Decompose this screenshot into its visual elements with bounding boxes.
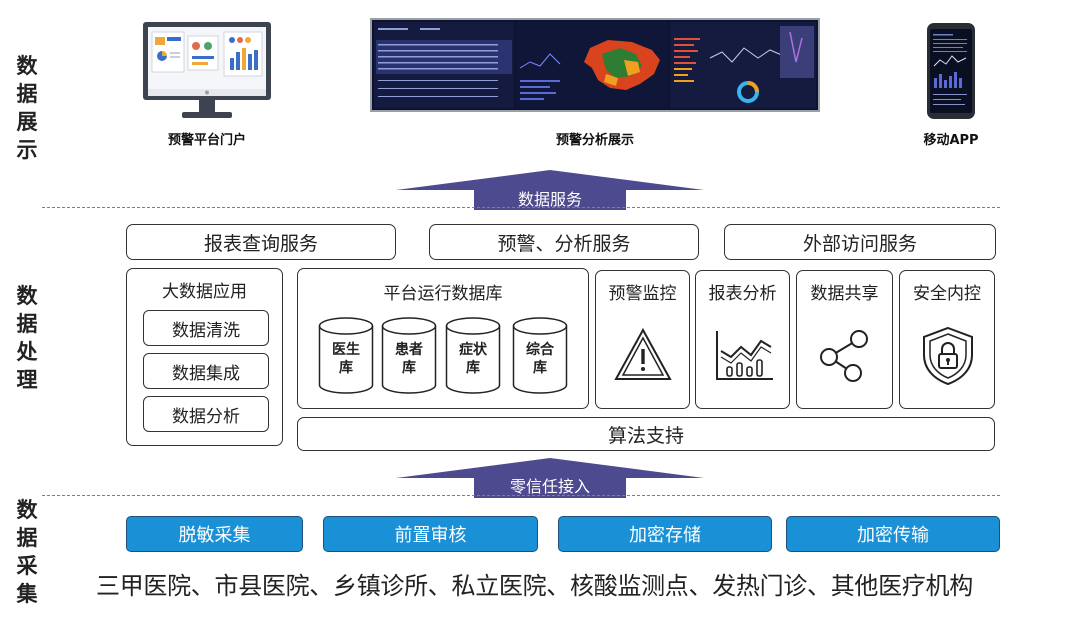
database-comprehensive: 综合库 xyxy=(512,317,568,395)
big-data-title: 大数据应用 xyxy=(162,282,247,302)
side-label-processing: 数据处理 xyxy=(16,284,38,392)
warning-monitor-panel: 预警监控 xyxy=(595,270,690,409)
report-analysis-panel: 报表分析 xyxy=(695,270,790,409)
report-analysis-title: 报表分析 xyxy=(708,284,777,304)
warning-icon xyxy=(614,327,672,380)
data-sharing-title: 数据共享 xyxy=(810,284,879,304)
portal-monitor-image xyxy=(140,20,274,124)
database-patient: 患者库 xyxy=(381,317,437,395)
report-query-service: 报表查询服务 xyxy=(126,224,396,260)
pre-review: 前置审核 xyxy=(323,516,538,552)
security-control-panel: 安全内控 xyxy=(899,270,995,409)
warning-analysis-service: 预警、分析服务 xyxy=(429,224,699,260)
analysis-caption: 预警分析展示 xyxy=(555,133,634,148)
shield-lock-icon xyxy=(923,326,973,386)
database-symptom: 症状库 xyxy=(445,317,501,395)
big-data-panel: 大数据应用 数据清洗 数据集成 数据分析 xyxy=(126,268,283,446)
data-analysis-box: 数据分析 xyxy=(143,396,269,432)
data-service-label: 数据服务 xyxy=(517,190,582,209)
app-caption: 移动APP xyxy=(923,133,979,148)
warning-monitor-title: 预警监控 xyxy=(608,284,677,304)
chart-icon xyxy=(716,331,773,380)
data-sources-text: 三甲医院、市县医院、乡镇诊所、私立医院、核酸监测点、发热门诊、其他医疗机构 xyxy=(96,572,973,600)
algorithm-support-bar: 算法支持 xyxy=(297,417,995,451)
mobile-phone-image xyxy=(926,22,976,120)
separator-line xyxy=(42,495,1000,496)
analysis-dashboard-image xyxy=(370,18,820,112)
share-icon xyxy=(820,330,868,382)
security-control-title: 安全内控 xyxy=(913,284,981,304)
data-cleaning-box: 数据清洗 xyxy=(143,310,269,346)
data-sharing-panel: 数据共享 xyxy=(796,270,893,409)
encrypted-storage: 加密存储 xyxy=(558,516,772,552)
side-label-collection: 数据采集 xyxy=(16,498,38,606)
separator-line xyxy=(42,207,1000,208)
desensitized-collection: 脱敏采集 xyxy=(126,516,303,552)
data-integration-box: 数据集成 xyxy=(143,353,269,389)
portal-caption: 预警平台门户 xyxy=(167,133,246,148)
zero-trust-label: 零信任接入 xyxy=(509,477,590,496)
zero-trust-arrow xyxy=(396,458,704,498)
external-access-service: 外部访问服务 xyxy=(724,224,996,260)
data-service-arrow xyxy=(396,170,704,210)
side-label-display: 数据展示 xyxy=(16,54,38,162)
encrypted-transmission: 加密传输 xyxy=(786,516,1000,552)
database-doctor: 医生库 xyxy=(318,317,374,395)
platform-database-title: 平台运行数据库 xyxy=(383,284,503,304)
platform-database-panel: 平台运行数据库 医生库 患者库 症状库 综合库 xyxy=(297,268,589,409)
